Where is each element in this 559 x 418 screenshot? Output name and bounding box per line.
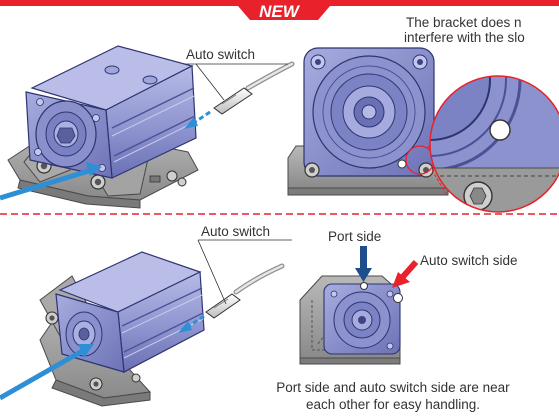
auto-switch-side-label: Auto switch side: [420, 253, 518, 268]
bottom-insert-arrow: [178, 314, 205, 333]
auto-switch-side-arrow: [392, 260, 419, 288]
bottom-end-view: [299, 275, 403, 365]
port-side-arrow: [355, 246, 372, 282]
top-auto-switch: [184, 61, 295, 115]
magnified-detail: [429, 75, 559, 213]
bottom-auto-switch-label: Auto switch: [201, 224, 270, 239]
new-banner-label: NEW: [259, 2, 301, 21]
bottom-auto-switch: [197, 239, 292, 319]
caption-line-2: each other for easy handling.: [306, 397, 480, 412]
top-mount-arrow: [0, 162, 102, 201]
port-side-label: Port side: [328, 229, 381, 244]
caption-line-1: Port side and auto switch side are near: [276, 380, 510, 395]
top-note-line-1: The bracket does n: [406, 15, 522, 30]
bottom-mount-arrow: [0, 344, 94, 401]
top-insert-arrow: [184, 110, 211, 129]
top-auto-switch-label: Auto switch: [186, 47, 255, 62]
top-left-cylinder-assembly: [7, 45, 199, 209]
top-note-line-2: interfere with the slo: [404, 30, 525, 45]
top-end-view: [287, 47, 449, 196]
new-banner: NEW: [0, 0, 559, 21]
bottom-left-cylinder-assembly: [39, 251, 205, 407]
